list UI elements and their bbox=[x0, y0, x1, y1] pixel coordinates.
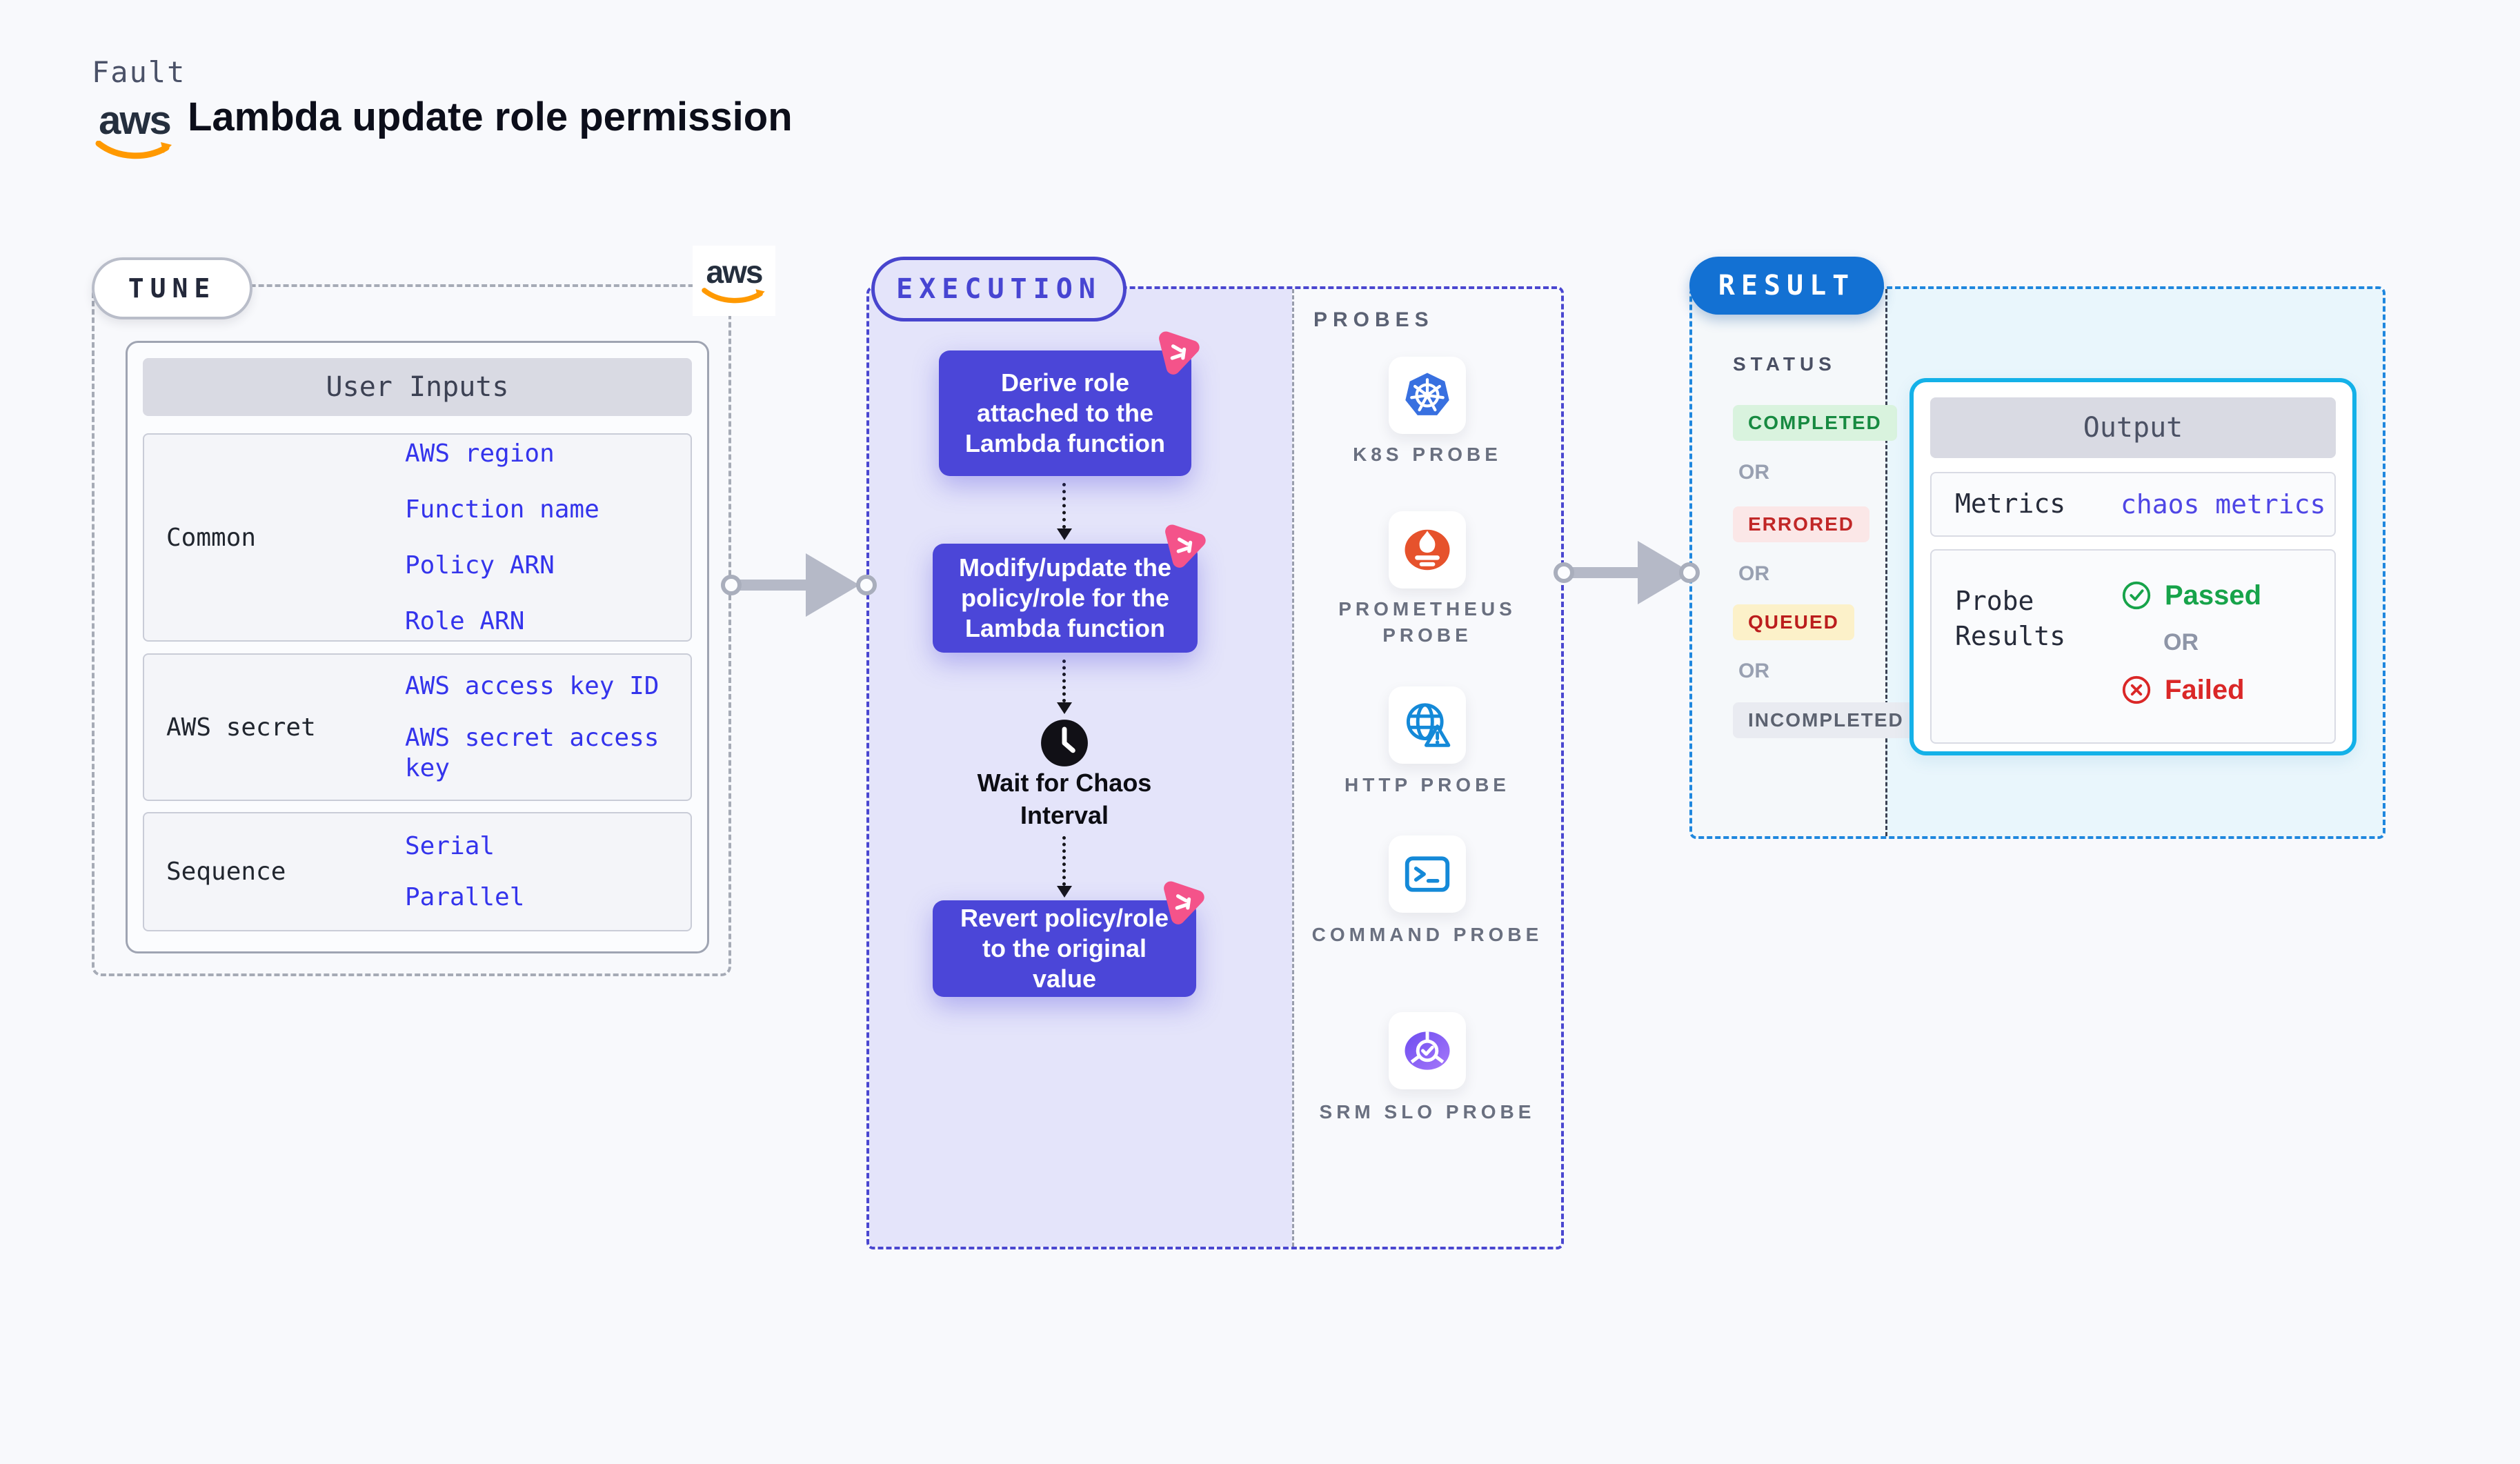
probe-srm-slo[interactable] bbox=[1389, 1012, 1466, 1089]
probe-command[interactable] bbox=[1389, 835, 1466, 913]
flow-connector bbox=[1062, 483, 1066, 528]
tune-pill: TUNE bbox=[92, 257, 252, 319]
input-link-parallel[interactable]: Parallel bbox=[405, 882, 525, 911]
kubernetes-icon bbox=[1405, 373, 1449, 415]
or-separator: OR bbox=[2163, 629, 2199, 655]
execution-probes-divider bbox=[1292, 289, 1294, 1247]
srm-slo-pie-icon bbox=[1405, 1031, 1450, 1070]
user-inputs-title: User Inputs bbox=[143, 358, 692, 416]
input-link-role-arn[interactable]: Role ARN bbox=[405, 607, 525, 636]
status-title: STATUS bbox=[1733, 353, 1836, 375]
probe-http[interactable] bbox=[1389, 686, 1466, 764]
connector-dot bbox=[1554, 562, 1574, 583]
probe-command-label: COMMAND PROBE bbox=[1311, 924, 1543, 945]
probe-srm-slo-label: SRM SLO PROBE bbox=[1319, 1101, 1536, 1122]
input-group-label: Sequence bbox=[166, 858, 286, 886]
aws-smile-icon bbox=[95, 141, 172, 159]
connector-dot bbox=[721, 575, 742, 595]
status-badge-queued: QUEUED bbox=[1733, 604, 1854, 640]
flow-arrowhead bbox=[1057, 702, 1072, 714]
status-badge-errored: ERRORED bbox=[1733, 506, 1870, 542]
terminal-icon bbox=[1405, 856, 1450, 892]
input-group-label: AWS secret bbox=[166, 713, 316, 742]
input-link-aws-access-key-id[interactable]: AWS access key ID bbox=[405, 672, 659, 701]
chaos-triangle-icon bbox=[1165, 524, 1206, 568]
result-divider bbox=[1885, 289, 1887, 836]
user-inputs-card: User Inputs Common AWS region Function n… bbox=[126, 341, 709, 953]
input-link-aws-secret-access-key[interactable]: AWS secret access key bbox=[405, 724, 659, 782]
probe-http-label: HTTP PROBE bbox=[1345, 774, 1510, 795]
chaos-triangle-icon bbox=[1159, 331, 1200, 375]
or-separator: OR bbox=[1738, 562, 1769, 585]
step-revert-policy[interactable]: Revert policy/role to the original value bbox=[933, 881, 1204, 997]
step-derive-role[interactable]: Derive role attached to the Lambda funct… bbox=[939, 331, 1200, 476]
chaos-triangle-icon bbox=[1164, 881, 1204, 924]
aws-wordmark: aws bbox=[706, 254, 764, 290]
flow-connector bbox=[1062, 660, 1066, 702]
check-circle-icon bbox=[2122, 581, 2151, 610]
connector-dot bbox=[1679, 562, 1700, 583]
x-circle-icon bbox=[2122, 675, 2151, 704]
probe-result-passed: Passed bbox=[2121, 580, 2261, 611]
result-pill: RESULT bbox=[1689, 257, 1884, 315]
wait-step-label: Wait for Chaos Interval bbox=[977, 769, 1152, 829]
or-separator: OR bbox=[1738, 461, 1769, 484]
output-card: Output Metrics chaos metrics Probe Resul… bbox=[1909, 378, 2357, 755]
probe-result-failed: Failed bbox=[2121, 674, 2261, 706]
wait-step bbox=[1039, 718, 1090, 769]
page-title: Lambda update role permission bbox=[188, 95, 793, 139]
input-link-policy-arn[interactable]: Policy ARN bbox=[405, 551, 555, 580]
chaos-metrics-link[interactable]: chaos metrics bbox=[2121, 489, 2326, 520]
flow-arrowhead bbox=[1057, 886, 1072, 898]
probe-results-row: Probe Results Passed OR Failed bbox=[1930, 549, 2336, 744]
input-group-label: Common bbox=[166, 523, 257, 552]
input-group-sequence: Sequence Serial Parallel bbox=[143, 812, 692, 931]
fault-eyebrow: Fault bbox=[92, 55, 186, 89]
output-title: Output bbox=[1930, 397, 2336, 458]
input-link-aws-region[interactable]: AWS region bbox=[405, 439, 555, 468]
metrics-row: Metrics chaos metrics bbox=[1930, 472, 2336, 537]
probe-prometheus-label: PROMETHEUS PROBE bbox=[1338, 598, 1516, 646]
aws-wordmark: aws bbox=[99, 98, 172, 143]
probe-results-label: Probe Results bbox=[1955, 586, 2066, 652]
execution-pill: EXECUTION bbox=[871, 257, 1127, 322]
input-group-aws-secret: AWS secret AWS access key ID AWS secret … bbox=[143, 653, 692, 801]
probe-k8s-label: K8S PROBE bbox=[1353, 444, 1502, 465]
status-badge-incompleted: INCOMPLETED bbox=[1733, 702, 1919, 738]
tune-aws-logo: aws bbox=[693, 246, 775, 316]
clock-icon bbox=[1041, 720, 1088, 766]
status-badge-completed: COMPLETED bbox=[1733, 405, 1897, 441]
probe-k8s[interactable] bbox=[1389, 357, 1466, 434]
flow-arrowhead bbox=[1057, 528, 1072, 540]
aws-smile-icon bbox=[702, 288, 765, 304]
or-separator: OR bbox=[1738, 660, 1769, 682]
tune-section bbox=[92, 284, 731, 976]
metrics-label: Metrics bbox=[1955, 488, 2066, 520]
input-group-common: Common AWS region Function name Policy A… bbox=[143, 433, 692, 642]
step-modify-policy[interactable]: Modify/update the policy/role for the La… bbox=[933, 524, 1206, 653]
http-globe-icon bbox=[1406, 703, 1451, 747]
flow-connector bbox=[1062, 836, 1066, 886]
input-link-serial[interactable]: Serial bbox=[405, 832, 495, 861]
aws-logo: aws bbox=[90, 101, 179, 161]
probe-prometheus[interactable] bbox=[1389, 511, 1466, 588]
probes-title: PROBES bbox=[1313, 308, 1434, 331]
connector-dot bbox=[856, 575, 877, 595]
input-link-function-name[interactable]: Function name bbox=[405, 495, 599, 524]
prometheus-icon bbox=[1405, 529, 1450, 571]
